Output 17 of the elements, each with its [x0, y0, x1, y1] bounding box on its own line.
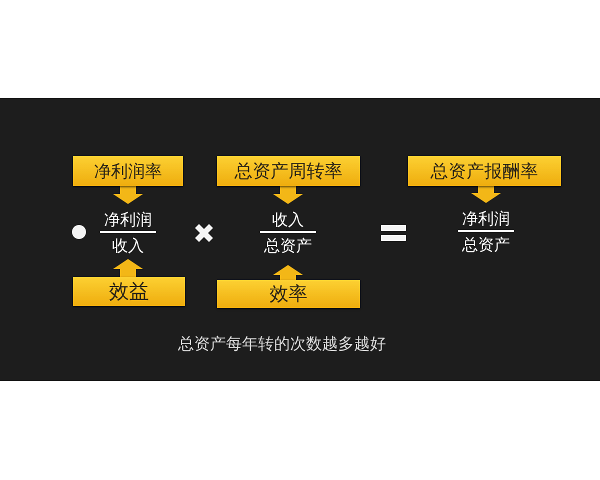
- block-arrow: [471, 186, 501, 203]
- numerator-text: 收入: [272, 211, 304, 229]
- denominator-text: 总资产: [462, 236, 510, 254]
- denominator-text: 总资产: [264, 237, 312, 255]
- term-box: 总资产周转率: [217, 156, 360, 186]
- denominator-text: 收入: [112, 237, 144, 255]
- block-arrow: [113, 259, 143, 277]
- numerator-text: 净利润: [462, 210, 510, 228]
- block-arrow: [273, 186, 303, 204]
- note-text: 总资产每年转的次数越多越好: [178, 334, 386, 354]
- term-box: 净利润率: [73, 156, 183, 186]
- term-box: 效益: [73, 277, 185, 306]
- term-box: 总资产报酬率: [408, 156, 561, 186]
- block-arrow: [273, 265, 303, 280]
- numerator-text: 净利润: [104, 211, 152, 229]
- term-box: 效率: [217, 280, 360, 308]
- block-arrow: [113, 186, 143, 204]
